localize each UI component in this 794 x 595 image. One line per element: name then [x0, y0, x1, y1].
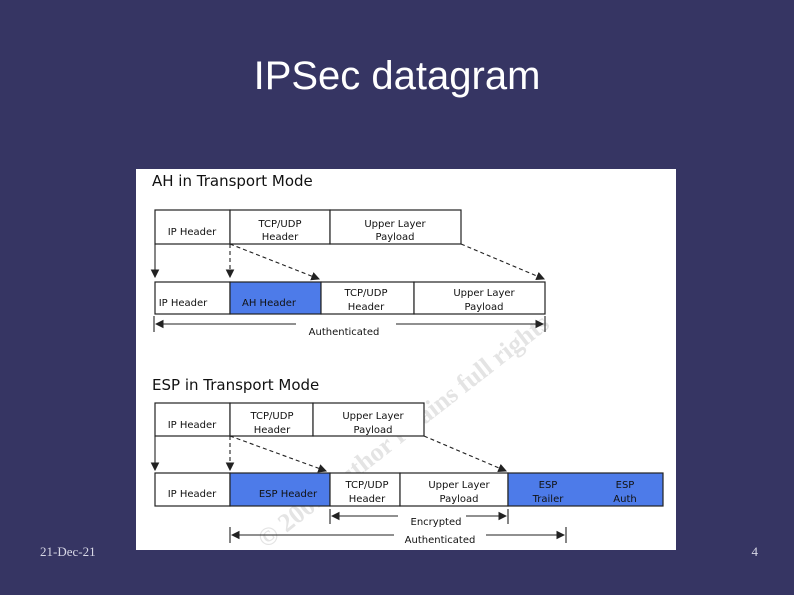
- esp-ip-header-label: IP Header: [168, 489, 217, 500]
- ah-section-title: AH in Transport Mode: [152, 172, 313, 190]
- ah-header-label: AH Header: [242, 298, 297, 309]
- esp-auth-label-2: Auth: [613, 494, 636, 505]
- esp-encrypted-label: Encrypted: [411, 517, 462, 528]
- slide-number: 4: [751, 544, 759, 559]
- esp-packet: IP Header ESP Header TCP/UDP Header Uppe…: [154, 472, 664, 507]
- ah-tcp-label-2: Header: [348, 302, 385, 313]
- esp-orig-payload-box: [312, 402, 425, 437]
- ah-orig-ip-header-label: IP Header: [168, 227, 217, 238]
- esp-orig-ip-header-label: IP Header: [168, 420, 217, 431]
- esp-authenticated-span: Authenticated: [229, 527, 567, 546]
- ah-tcp-box: [320, 281, 415, 315]
- esp-trailer-label-1: ESP: [539, 480, 558, 491]
- ah-authenticated-span: Authenticated: [153, 316, 546, 338]
- esp-orig-tcp-label-2: Header: [254, 425, 291, 436]
- ah-payload-box: [413, 281, 546, 315]
- esp-tcp-box: [329, 472, 401, 507]
- ah-orig-tcp-box: [229, 209, 331, 245]
- ah-packet: IP Header AH Header TCP/UDP Header Upper…: [154, 281, 546, 315]
- ah-tcp-label-1: TCP/UDP: [344, 288, 388, 299]
- ah-arrow-payload-shift: [460, 243, 546, 281]
- esp-payload-label-1: Upper Layer: [428, 480, 490, 491]
- esp-trailer-label-2: Trailer: [532, 494, 565, 505]
- esp-orig-tcp-box: [229, 402, 314, 437]
- esp-section-title: ESP in Transport Mode: [152, 376, 319, 394]
- esp-arrow-tcp-shift: [229, 435, 328, 473]
- esp-tcp-label-1: TCP/UDP: [345, 480, 389, 491]
- ah-orig-ip-header-box: [154, 209, 231, 245]
- esp-payload-label-2: Payload: [440, 494, 479, 505]
- ah-orig-payload-box: [329, 209, 462, 245]
- ah-auth-label: Authenticated: [309, 327, 380, 338]
- ah-orig-payload-label-1: Upper Layer: [364, 219, 426, 230]
- esp-encrypted-span: Encrypted: [329, 509, 509, 528]
- esp-original-packet: IP Header TCP/UDP Header Upper Layer Pay…: [154, 402, 425, 437]
- ah-orig-tcp-label-1: TCP/UDP: [258, 219, 302, 230]
- ipsec-diagram: © 2001 Author retains full rights AH in …: [136, 169, 676, 550]
- esp-tcp-label-2: Header: [349, 494, 386, 505]
- esp-enc-label-bg: [398, 513, 466, 528]
- ah-auth-label-bg: [296, 322, 396, 338]
- esp-header-label: ESP Header: [259, 489, 318, 500]
- esp-header-box: [229, 472, 331, 507]
- ah-orig-payload-label-2: Payload: [376, 232, 415, 243]
- esp-payload-box: [399, 472, 509, 507]
- ah-arrow-tcp-shift: [229, 243, 321, 281]
- esp-arrow-payload-shift: [423, 435, 508, 473]
- esp-orig-tcp-label-1: TCP/UDP: [250, 411, 294, 422]
- ah-orig-tcp-label-2: Header: [262, 232, 299, 243]
- ah-ip-header-label: IP Header: [159, 298, 208, 309]
- slide-title: IPSec datagram: [253, 54, 541, 98]
- esp-orig-payload-label-2: Payload: [354, 425, 393, 436]
- ah-header-box: [229, 281, 322, 315]
- esp-orig-ip-header-box: [154, 402, 231, 437]
- ah-original-packet: IP Header TCP/UDP Header Upper Layer Pay…: [154, 209, 462, 245]
- esp-orig-payload-label-1: Upper Layer: [342, 411, 404, 422]
- esp-trailer-auth-box: [507, 472, 664, 507]
- esp-auth-label-bg: [394, 530, 486, 545]
- ah-ip-header-box: [154, 281, 231, 315]
- esp-authenticated-label: Authenticated: [405, 535, 476, 546]
- ah-payload-label-2: Payload: [465, 302, 504, 313]
- slide-date: 21-Dec-21: [40, 544, 96, 559]
- ah-payload-label-1: Upper Layer: [453, 288, 515, 299]
- esp-auth-label-1: ESP: [616, 480, 635, 491]
